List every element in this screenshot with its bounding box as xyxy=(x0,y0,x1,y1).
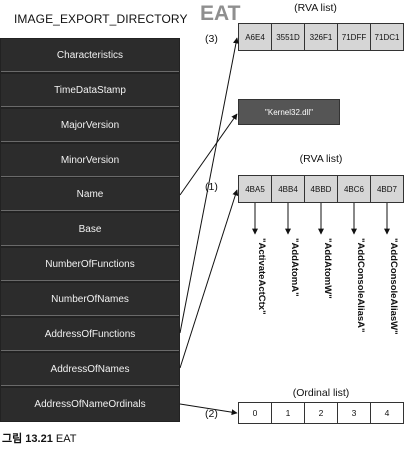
functions-list-label: (RVA list) xyxy=(294,2,337,14)
field-address-of-functions: AddressOfFunctions xyxy=(1,318,179,351)
names-rva-list: 4BA5 4BB4 4BBD 4BC6 4BD7 xyxy=(238,175,404,203)
field-major-version: MajorVersion xyxy=(1,109,179,142)
field-time-data-stamp: TimeDataStamp xyxy=(1,74,179,107)
ordinal-cell: 2 xyxy=(305,403,338,423)
figure-caption: 그림 13.21 EAT xyxy=(2,430,76,446)
figure-caption-text: EAT xyxy=(55,433,77,445)
field-address-of-names: AddressOfNames xyxy=(1,353,179,386)
functions-rva-cell: 3551D xyxy=(272,24,305,50)
functions-rva-cell: 71DC1 xyxy=(371,24,403,50)
field-address-of-name-ordinals: AddressOfNameOrdinals xyxy=(1,388,179,421)
ordinals-list: 0 1 2 3 4 xyxy=(238,402,404,424)
names-list-label: (RVA list) xyxy=(299,153,343,165)
structure-title: IMAGE_EXPORT_DIRECTORY xyxy=(14,12,188,26)
ordinals-list-marker: (2) xyxy=(205,408,218,420)
ordinals-list-label: (Ordinal list) xyxy=(292,387,350,399)
functions-rva-list: A6E4 3551D 326F1 71DFF 71DC1 xyxy=(238,23,404,51)
arrow-functions-to-rva xyxy=(179,37,239,334)
functions-rva-cell: 326F1 xyxy=(305,24,338,50)
ordinal-cell: 3 xyxy=(338,403,371,423)
functions-list-marker: (3) xyxy=(205,33,218,45)
names-rva-cell: 4BA5 xyxy=(239,176,272,202)
field-name: Name xyxy=(1,178,179,211)
names-rva-cell: 4BD7 xyxy=(371,176,403,202)
ordinal-cell: 1 xyxy=(272,403,305,423)
names-rva-cell: 4BB4 xyxy=(272,176,305,202)
arrow-name-to-dll xyxy=(179,113,238,196)
names-rva-cell: 4BBD xyxy=(305,176,338,202)
names-list-marker: (1) xyxy=(205,181,218,193)
field-characteristics: Characteristics xyxy=(1,39,179,72)
field-number-of-names: NumberOfNames xyxy=(1,283,179,316)
eat-title: EAT xyxy=(200,2,241,25)
functions-rva-cell: 71DFF xyxy=(338,24,371,50)
dll-name-box: "Kernel32.dll" xyxy=(238,99,340,125)
ordinal-cell: 0 xyxy=(239,403,272,423)
arrow-ordinals-to-list xyxy=(179,403,238,416)
field-number-of-functions: NumberOfFunctions xyxy=(1,248,179,281)
export-directory-table: Characteristics TimeDataStamp MajorVersi… xyxy=(0,38,180,422)
figure-number: 그림 13.21 xyxy=(2,433,53,445)
functions-rva-cell: A6E4 xyxy=(239,24,272,50)
ordinal-cell: 4 xyxy=(371,403,403,423)
arrow-names-to-rva xyxy=(179,189,239,369)
field-base: Base xyxy=(1,213,179,246)
names-rva-cell: 4BC6 xyxy=(338,176,371,202)
field-minor-version: MinorVersion xyxy=(1,144,179,177)
